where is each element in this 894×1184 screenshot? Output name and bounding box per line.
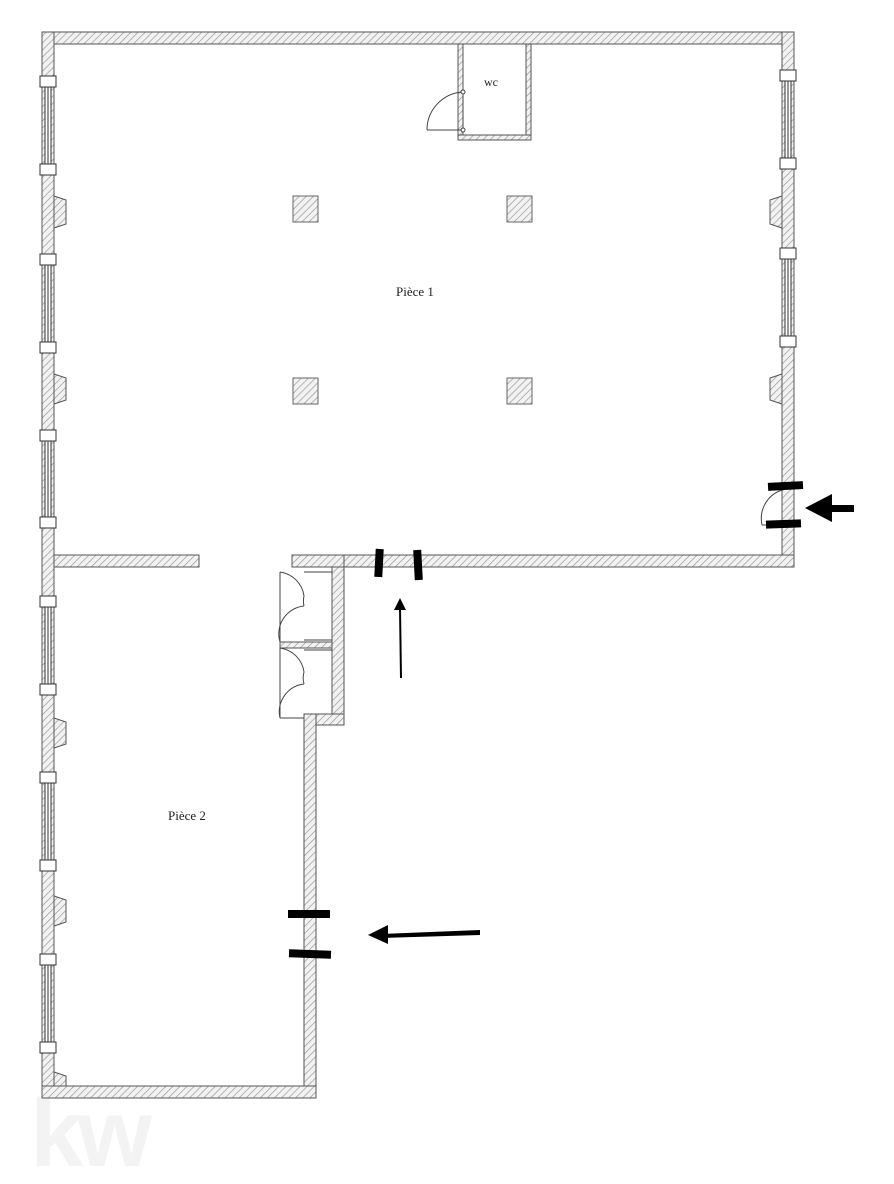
opening-markers bbox=[288, 481, 804, 959]
marker-bar bbox=[374, 548, 384, 578]
window bbox=[39, 253, 57, 354]
room-label-piece-2: Pièce 2 bbox=[168, 808, 206, 823]
pillar bbox=[506, 377, 533, 405]
closet-doors bbox=[278, 571, 332, 719]
marker-bar bbox=[288, 949, 332, 959]
wall-buttresses bbox=[53, 195, 783, 1087]
marker-bar bbox=[765, 519, 802, 529]
window bbox=[39, 595, 57, 696]
windows-right bbox=[779, 69, 797, 348]
marker-bar bbox=[288, 910, 330, 918]
arrows bbox=[368, 494, 854, 944]
arrow-left-icon bbox=[368, 925, 480, 944]
windows-left bbox=[39, 75, 57, 1054]
room-label-wc: wc bbox=[484, 75, 498, 89]
window bbox=[779, 247, 797, 348]
pillar bbox=[292, 195, 319, 223]
window bbox=[39, 429, 57, 529]
room-label-piece-1: Pièce 1 bbox=[396, 284, 434, 299]
entrance-door-right bbox=[760, 489, 783, 526]
marker-bar bbox=[767, 481, 804, 491]
pillar bbox=[506, 195, 533, 223]
window bbox=[779, 69, 797, 170]
marker-bar bbox=[413, 549, 423, 581]
window bbox=[39, 771, 57, 872]
window bbox=[39, 75, 57, 176]
arrow-left-icon bbox=[805, 494, 854, 522]
pillar bbox=[292, 377, 319, 405]
walls bbox=[41, 31, 795, 1099]
wc-door bbox=[426, 89, 466, 133]
arrow-up-icon bbox=[394, 598, 406, 679]
pillars bbox=[292, 195, 533, 405]
window bbox=[39, 953, 57, 1054]
